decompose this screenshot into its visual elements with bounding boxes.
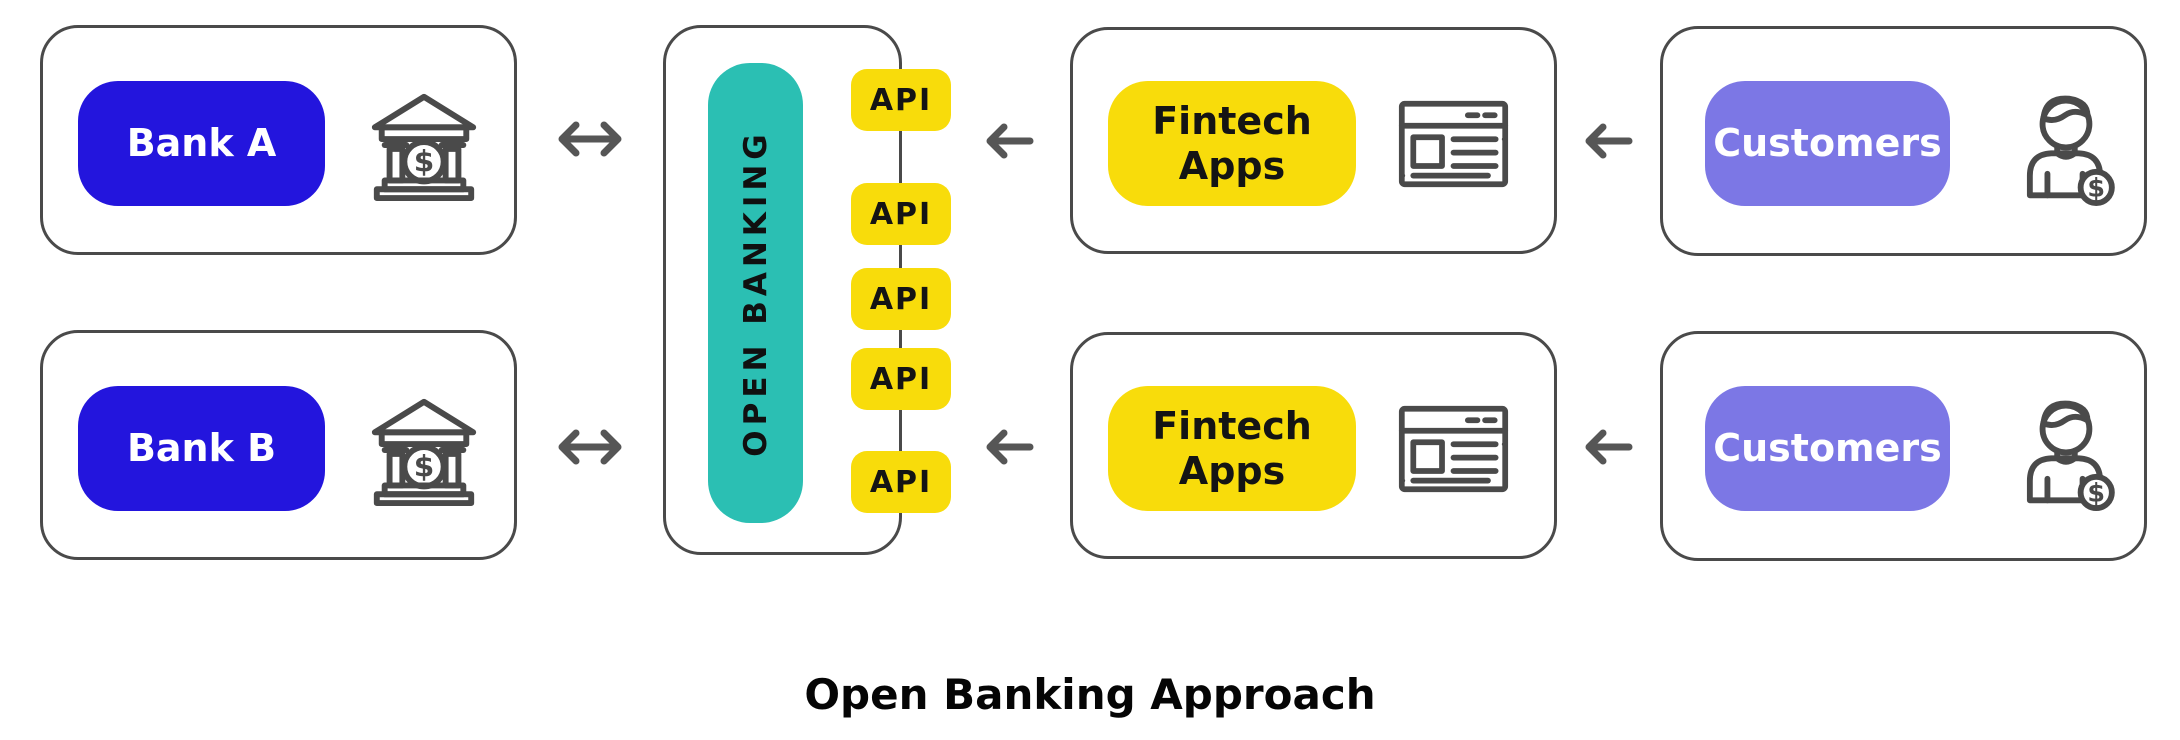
api-pill: API	[851, 183, 951, 245]
fintech-apps-pill: Fintech Apps	[1108, 386, 1356, 511]
person-dollar-icon: $	[2015, 85, 2115, 207]
fintech-apps-label: Fintech Apps	[1152, 98, 1312, 188]
fintech-apps-top-container: Fintech Apps	[1070, 27, 1557, 254]
bank-a-label: Bank A	[126, 121, 277, 166]
customers-bottom-container: Customers $	[1660, 331, 2147, 561]
bank-b-pill: Bank B	[78, 386, 325, 511]
api-pill: API	[851, 69, 951, 131]
fintech-apps-pill: Fintech Apps	[1108, 81, 1356, 206]
customers-label: Customers	[1713, 121, 1942, 166]
api-label: API	[869, 281, 933, 317]
customers-top-container: Customers $	[1660, 26, 2147, 256]
left-arrow-customers-bottom-to-fintech	[1581, 425, 1635, 469]
svg-text:$: $	[414, 145, 435, 179]
svg-text:$: $	[414, 450, 435, 484]
svg-text:$: $	[2087, 172, 2105, 202]
api-pill: API	[851, 348, 951, 410]
double-arrow-bank-a-hub	[552, 117, 628, 161]
bank-b-label: Bank B	[126, 426, 277, 471]
double-arrow-bank-b-hub	[552, 425, 628, 469]
fintech-apps-bottom-container: Fintech Apps	[1070, 332, 1557, 559]
bank-building-icon: $	[365, 391, 483, 509]
left-arrow-customers-top-to-fintech	[1581, 119, 1635, 163]
left-arrow-fintech-top-to-hub	[982, 119, 1036, 163]
api-label: API	[869, 196, 933, 232]
bank-building-icon: $	[365, 86, 483, 204]
api-pill: API	[851, 268, 951, 330]
svg-text:$: $	[2087, 477, 2105, 507]
fintech-apps-label: Fintech Apps	[1152, 403, 1312, 493]
diagram-title: Open Banking Approach	[804, 670, 1376, 719]
customers-label: Customers	[1713, 426, 1942, 471]
open-banking-bar: OPEN BANKING	[708, 63, 803, 523]
customers-pill: Customers	[1705, 81, 1950, 206]
api-label: API	[869, 82, 933, 118]
bank-a-container: Bank A $	[40, 25, 517, 255]
browser-window-icon	[1396, 404, 1511, 494]
person-dollar-icon: $	[2015, 390, 2115, 512]
api-label: API	[869, 361, 933, 397]
browser-window-icon	[1396, 99, 1511, 189]
left-arrow-fintech-bottom-to-hub	[982, 425, 1036, 469]
api-pill: API	[851, 451, 951, 513]
api-label: API	[869, 464, 933, 500]
customers-pill: Customers	[1705, 386, 1950, 511]
bank-a-pill: Bank A	[78, 81, 325, 206]
bank-b-container: Bank B $	[40, 330, 517, 560]
open-banking-hub-container: OPEN BANKING API API API API API	[663, 25, 951, 555]
open-banking-label: OPEN BANKING	[737, 129, 774, 457]
